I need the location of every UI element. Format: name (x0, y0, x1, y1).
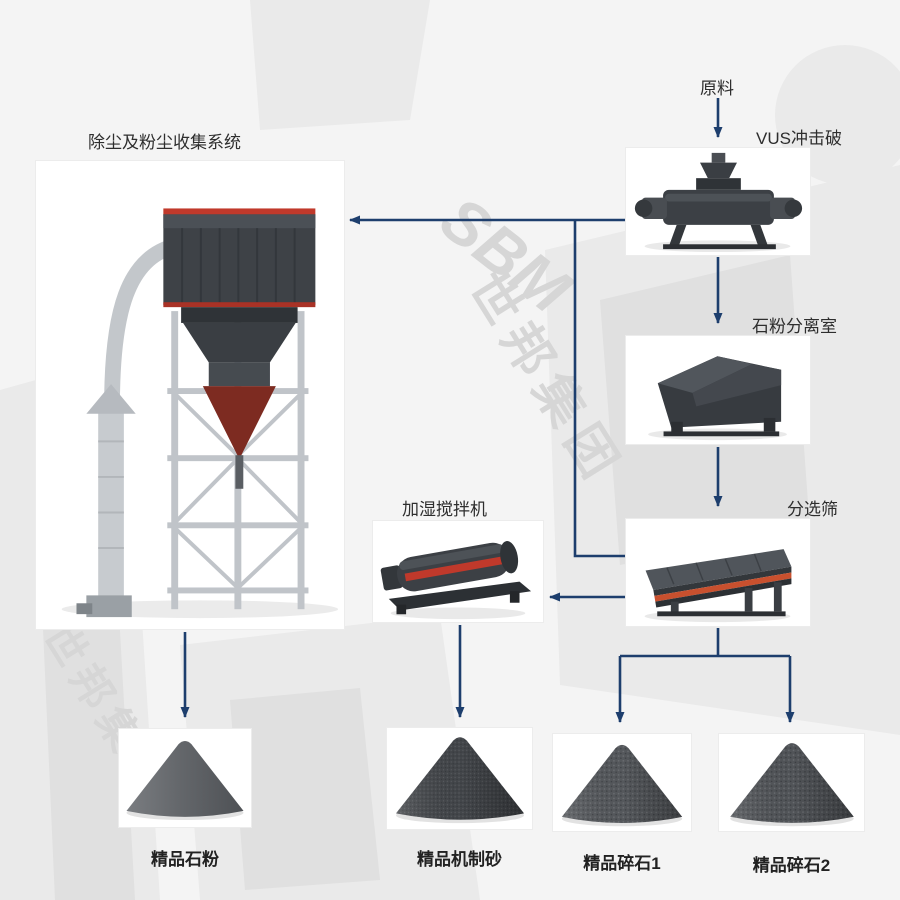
discharge-cone (202, 386, 276, 460)
label-product-stone-powder: 精品石粉 (151, 850, 219, 869)
product-pile-machine-sand (386, 727, 533, 830)
gravel2-pile-illustration (729, 743, 854, 827)
vus-crusher-illustration (634, 152, 803, 253)
vus-crusher-panel (625, 147, 811, 256)
product-pile-gravel-2 (718, 733, 865, 832)
label-product-machine-sand: 精品机制砂 (417, 850, 502, 869)
powder-separator-illustration (648, 356, 787, 441)
dust-collector-panel (35, 160, 345, 630)
label-product-gravel-1: 精品碎石1 (583, 854, 661, 873)
label-raw-material: 原料 (700, 79, 734, 98)
gravel1-pile-illustration (561, 744, 683, 826)
product-pile-stone-powder (118, 728, 252, 828)
hopper-section (181, 307, 298, 489)
chimney (76, 384, 136, 618)
label-humidifier-mixer: 加湿搅拌机 (402, 500, 487, 519)
product-pile-gravel-1 (552, 733, 692, 832)
tower-braces (173, 392, 302, 589)
duct-pipe (104, 238, 178, 406)
label-product-gravel-2: 精品碎石2 (752, 856, 831, 875)
humidifier-mixer-illustration (380, 541, 532, 620)
sorting-screen-illustration (644, 549, 792, 623)
humidifier-mixer-panel (372, 520, 544, 623)
sorting-screen-panel (625, 518, 811, 627)
label-sorting-screen: 分选筛 (787, 500, 838, 519)
label-powder-separator: 石粉分离室 (752, 317, 837, 336)
powder-separator-panel (625, 335, 811, 445)
label-dust-system: 除尘及粉尘收集系统 (88, 133, 241, 152)
dust-collector-illustration (61, 208, 339, 619)
stone-powder-pile-illustration (126, 740, 244, 821)
machine-sand-pile-illustration (395, 737, 524, 824)
baghouse (163, 208, 316, 308)
label-vus-crusher: VUS冲击破 (756, 129, 842, 148)
